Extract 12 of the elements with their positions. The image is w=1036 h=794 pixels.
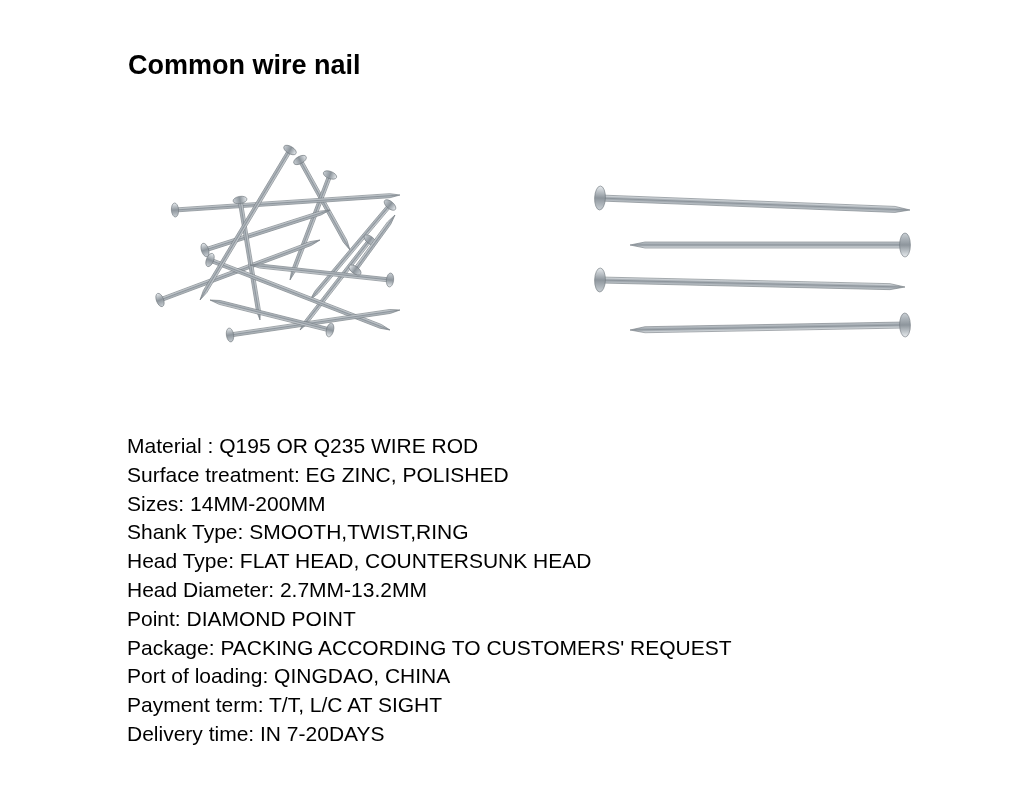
spec-line: Head Diameter: 2.7MM-13.2MM [127,577,428,603]
spec-line: Package: PACKING ACCORDING TO CUSTOMERS' REQUEST [127,634,732,661]
spec-line: Shank Type: SMOOTH,TWIST,RING [127,519,470,546]
spec-line: Head Type: FLAT HEAD, COUNTERSUNK HEAD [127,548,593,575]
spec-line: Material : Q195 OR Q235 WIRE ROD [127,433,480,459]
spec-line: Port of loading: QINGDAO, CHINA [127,663,452,690]
spec-line: Sizes: 14MM-200MM [127,490,327,517]
spec-line: Payment term: T/T, L/C AT SIGHT [127,692,444,719]
spec-line: Surface treatment: EG ZINC, POLISHED [127,461,510,488]
spec-line: Delivery time: IN 7-20DAYS [127,720,386,747]
title: Common wire nail [128,50,361,81]
spec-line: Point: DIAMOND POINT [127,605,357,632]
